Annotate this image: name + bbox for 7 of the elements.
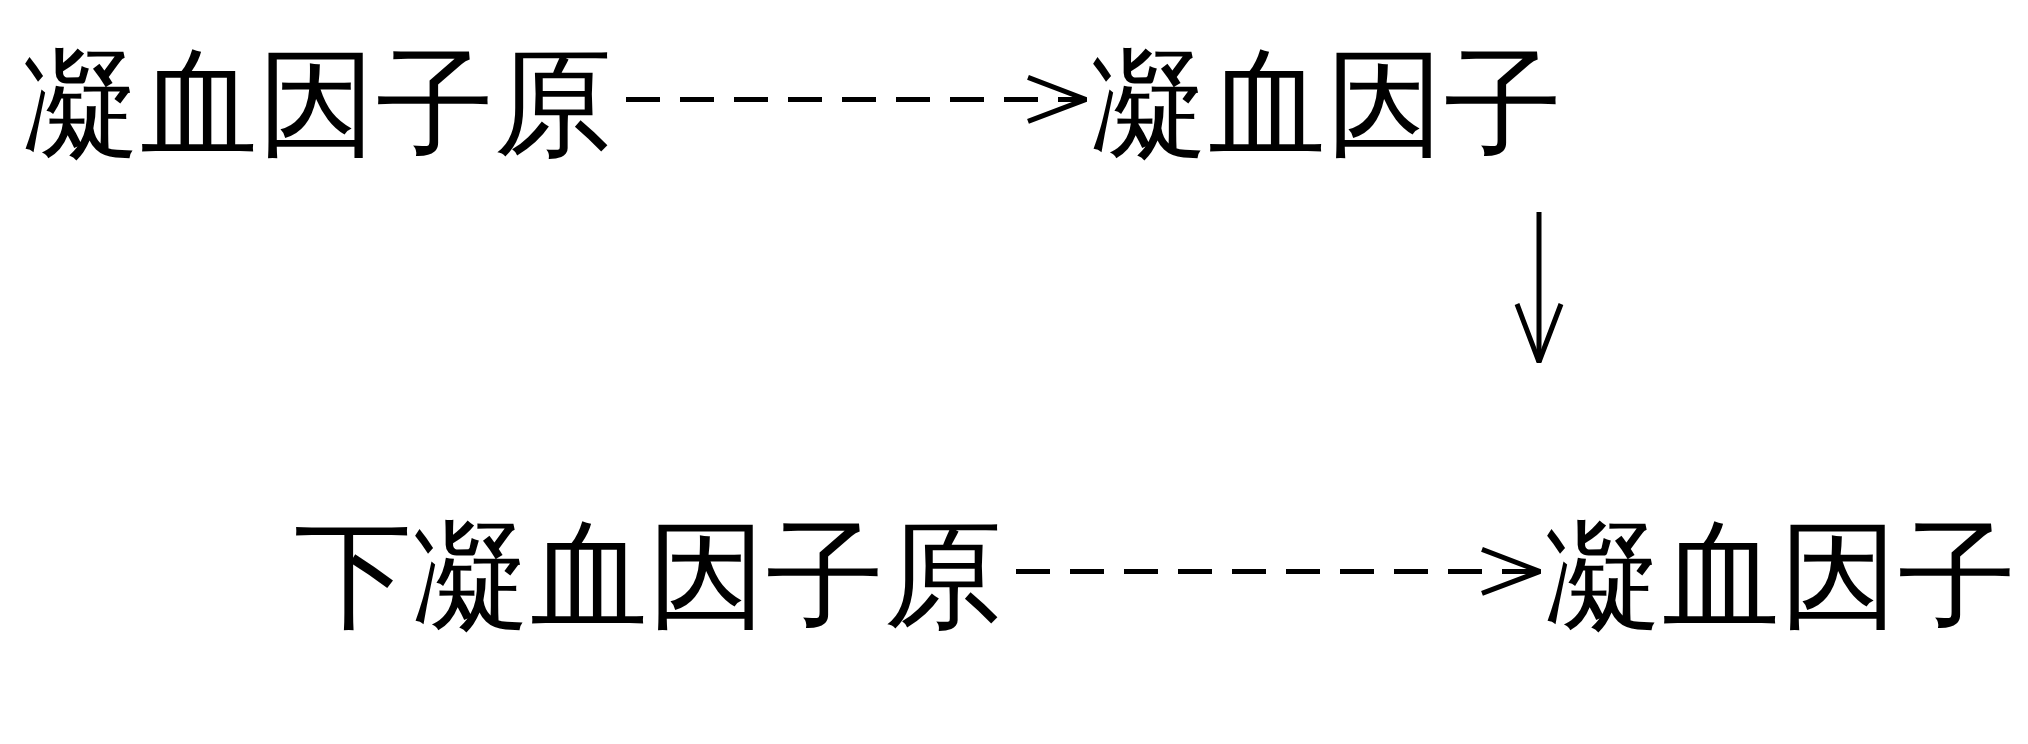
node-label: 凝血因子 xyxy=(1544,506,2016,644)
node-label: 凝血因子原 xyxy=(22,34,612,172)
node-label: 凝血因子 xyxy=(1090,34,1562,172)
arrow xyxy=(626,74,1089,124)
arrow xyxy=(1514,212,1564,365)
arrow xyxy=(1016,546,1543,596)
node-label: 下凝血因子原 xyxy=(294,506,1002,644)
